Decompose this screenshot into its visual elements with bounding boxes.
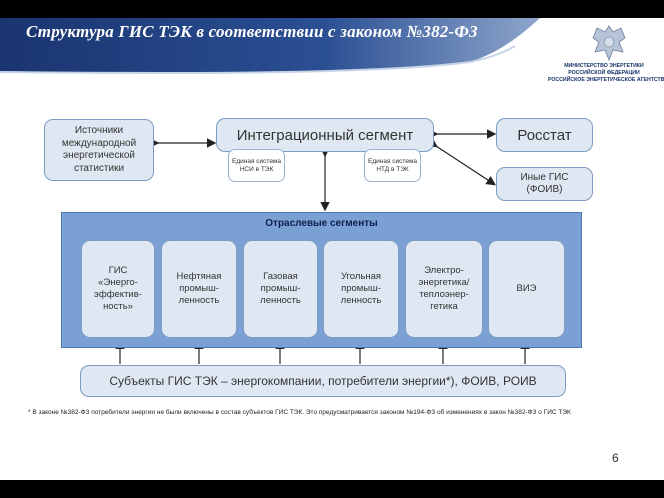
sector-5-line-3: теплоэнер-	[419, 289, 469, 300]
sector-1-line-2: «Энерго-	[98, 277, 138, 288]
sector-renewables: ВИЭ	[488, 240, 565, 338]
nsi-system-box: Единая система НСИ в ТЭК	[228, 149, 285, 182]
intl-sources-line-1: Источники	[74, 125, 124, 136]
nsi-line-3: в ТЭК	[255, 165, 274, 173]
nsi-line-2: система НСИ	[239, 157, 282, 173]
sector-3-line-2: промыш-	[260, 283, 301, 294]
sector-3-line-3: ленность	[260, 295, 301, 306]
header-banner	[0, 18, 664, 92]
sector-4-line-1: Угольная	[340, 271, 382, 282]
other-gis-line-1: Иные ГИС	[520, 171, 569, 183]
sector-5-line-1: Электро-	[424, 265, 464, 276]
integration-segment-label: Интеграционный сегмент	[236, 126, 414, 144]
integration-segment-box: Интеграционный сегмент	[216, 118, 434, 152]
other-gis-box: Иные ГИС (ФОИВ)	[496, 167, 593, 201]
sector-gas-industry: Газовая промыш- ленность	[243, 240, 318, 338]
intl-sources-line-3: энергетической	[63, 150, 135, 161]
sector-4-line-2: промыш-	[341, 283, 381, 294]
sector-oil-industry: Нефтяная промыш- ленность	[161, 240, 237, 338]
sector-power-heat: Электро- энергетика/ теплоэнер- гетика	[405, 240, 483, 338]
ntd-system-box: Единая система НТД в ТЭК	[364, 149, 421, 182]
bottom-black-bar	[0, 480, 664, 498]
intl-statistics-sources-box: Источники международной энергетической с…	[44, 119, 154, 181]
sector-1-line-3: эффектив-	[94, 289, 142, 300]
ministry-line-3: РОССИЙСКОЕ ЭНЕРГЕТИЧЕСКОЕ АГЕНТСТВО	[548, 77, 664, 83]
sector-2-line-3: ленность	[178, 295, 220, 306]
sector-5-line-4: гетика	[430, 301, 458, 312]
nsi-line-1: Единая	[231, 157, 255, 165]
intl-sources-line-2: международной	[61, 137, 137, 149]
slide-title: Структура ГИС ТЭК в соответствии с закон…	[26, 22, 478, 41]
sector-1-line-1: ГИС	[108, 265, 128, 276]
sector-4-line-3: ленность	[340, 295, 382, 306]
sector-coal-industry: Угольная промыш- ленность	[323, 240, 399, 338]
banner-background	[0, 18, 540, 74]
page-number: 6	[612, 451, 619, 465]
sector-segments-title: Отраслевые сегменты	[265, 218, 378, 229]
sector-6-line-1: ВИЭ	[516, 283, 537, 294]
other-gis-line-2: (ФОИВ)	[526, 184, 563, 195]
ntd-line-3: в ТЭК	[390, 165, 409, 173]
footnote: * В законе №382-ФЗ потребители энергии н…	[28, 409, 571, 416]
eagle-emblem-icon	[592, 25, 626, 62]
top-black-bar	[0, 0, 664, 18]
sector-3-line-1: Газовая	[263, 271, 298, 282]
intl-sources-line-4: статистики	[73, 162, 125, 174]
gis-subjects-box: Субъекты ГИС ТЭК – энергокомпании, потре…	[80, 365, 566, 397]
sector-1-line-4: ность»	[103, 301, 133, 312]
ntd-line-1: Единая	[367, 157, 391, 165]
ministry-line-2: РОССИЙСКОЙ ФЕДЕРАЦИИ	[568, 70, 640, 76]
sector-2-line-1: Нефтяная	[176, 271, 222, 282]
sector-energy-efficiency: ГИС «Энерго- эффектив- ность»	[81, 240, 155, 338]
ministry-line-1: МИНИСТЕРСТВО ЭНЕРГЕТИКИ	[564, 63, 644, 69]
rosstat-box: Росстат	[496, 118, 593, 152]
ntd-line-2: система НТД	[376, 157, 418, 173]
rosstat-label: Росстат	[517, 126, 572, 144]
sector-2-line-2: промыш-	[179, 283, 219, 294]
sector-5-line-2: энергетика/	[418, 277, 470, 288]
gis-subjects-label: Субъекты ГИС ТЭК – энергокомпании, потре…	[109, 374, 537, 388]
